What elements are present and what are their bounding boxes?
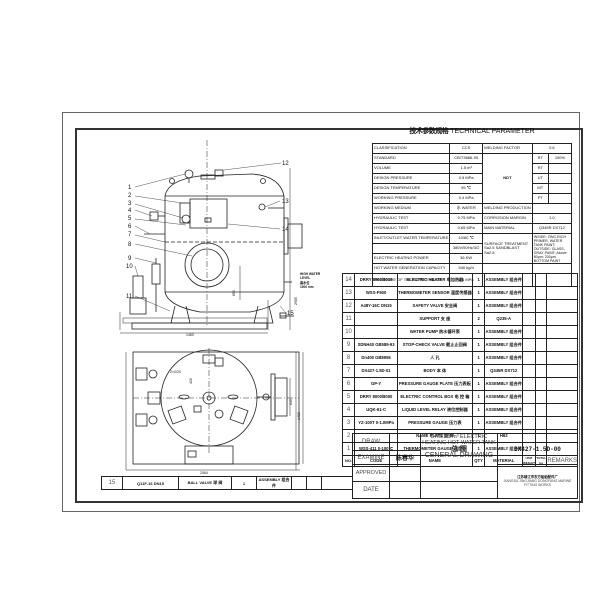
svg-text:2985: 2985 (294, 297, 298, 305)
svg-text:13: 13 (282, 199, 289, 205)
svg-text:1000 mm: 1000 mm (300, 285, 314, 289)
bom-row-15: 15 Q11F-16 DN15 BALL VALVE 球 阀 1 ASSEMBL… (101, 476, 353, 490)
drawing-frame (75, 128, 583, 503)
svg-text:1: 1 (128, 185, 132, 191)
callout-labels: 1 2 3 4 5 6 7 8 9 10 11 12 13 14 15 (126, 161, 294, 317)
svg-text:1460: 1460 (186, 333, 194, 337)
title-block: DRAW DRG1.5 m³ ELECTRIC HEATING HOT WATE… (352, 432, 578, 500)
svg-text:5: 5 (128, 216, 132, 222)
svg-text:12: 12 (282, 161, 289, 167)
drawing-number: DX427-1.5D-00 (497, 432, 578, 466)
company-name: JIANGSU JINGJIANG DONGFANG MARINE FITTIN… (503, 478, 572, 487)
svg-text:420: 420 (189, 378, 193, 384)
svg-text:1420: 1420 (297, 412, 301, 420)
svg-text:9: 9 (128, 256, 132, 262)
svg-text:645: 645 (289, 399, 293, 405)
svg-text:HIGH WATER: HIGH WATER (300, 272, 321, 276)
svg-text:LEVEL: LEVEL (300, 276, 310, 280)
svg-text:10: 10 (126, 264, 133, 270)
svg-text:2: 2 (128, 193, 132, 199)
svg-text:14: 14 (282, 227, 289, 233)
product-name: DRG1.5 m³ ELECTRIC HEATING HOT WATER TAN… (422, 434, 496, 446)
svg-text:4: 4 (128, 208, 132, 214)
svg-text:850: 850 (232, 290, 236, 296)
svg-text:7: 7 (128, 232, 132, 238)
svg-text:2064: 2064 (200, 471, 208, 475)
svg-text:高水位: 高水位 (300, 280, 310, 285)
technical-parameter-title: 技术参数规格 TECHNICAL PARAMETER (409, 128, 535, 135)
svg-text:15: 15 (287, 311, 294, 317)
technical-parameter-table: CLASSIFICATION CCS WELDING FACTOR 0.6 ST… (371, 143, 573, 287)
svg-text:2×∅20: 2×∅20 (170, 370, 181, 374)
svg-text:3: 3 (128, 201, 132, 207)
drawing-title-cn: 总 图 (451, 446, 467, 453)
drawing-title-en: CENERAL DRAWING (424, 452, 494, 459)
svg-text:11: 11 (126, 294, 133, 300)
svg-text:8: 8 (128, 242, 132, 248)
svg-text:6: 6 (128, 224, 132, 230)
